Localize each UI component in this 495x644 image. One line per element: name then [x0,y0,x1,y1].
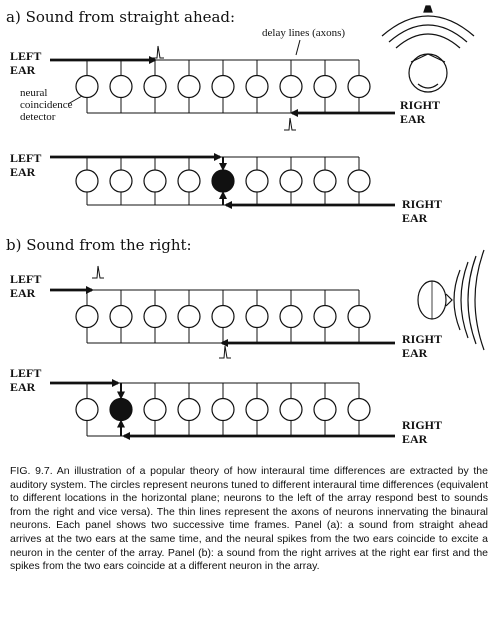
right-ear-label: EAR [402,346,428,360]
delay-lines-pointer [295,39,301,56]
detector-pointer [67,95,83,105]
left-ear-label: LEFT [10,272,41,286]
detector-label: neural [20,87,47,99]
left-ear-label: EAR [10,380,36,394]
neuron [109,74,133,99]
neuron [245,397,269,422]
figure-caption: FIG. 9.7. An illustration of a popular t… [10,465,488,573]
left-ear-label: EAR [10,286,36,300]
left-ear-label: LEFT [10,49,41,63]
neuron [143,304,167,329]
neuron [211,397,235,422]
detector-label: coincidence [20,99,73,111]
left-ear-label: LEFT [10,151,41,165]
neuron [279,169,303,193]
neuron [313,397,337,422]
spike-icon [284,117,296,131]
panel-b-heading: b) Sound from the right: [6,236,192,254]
right-ear-label: EAR [402,211,428,225]
active-neuron [211,169,235,193]
head-sound-ahead-icon [381,5,475,93]
spike-icon [219,345,231,359]
left-ear-label: EAR [10,165,36,179]
panel-a-frame-1 [50,45,395,131]
panel-a-frame-2 [50,153,395,209]
right-ear-label: RIGHT [402,332,442,346]
head-sound-right-icon [417,249,485,351]
neuron [75,304,99,329]
neuron [109,169,133,193]
spike-icon [152,45,164,59]
coincidence-detection-diagram: a) Sound from straight ahead: delay line… [6,5,485,446]
detector-label: detector [20,111,56,123]
neuron [177,397,201,422]
right-ear-label: EAR [402,432,428,446]
neuron [279,397,303,422]
neuron [177,74,201,99]
right-ear-label: RIGHT [402,418,442,432]
neuron [211,74,235,99]
neuron [177,169,201,193]
panel-a-heading: a) Sound from straight ahead: [6,8,235,26]
neuron [109,304,133,329]
panel-b-frame-2 [50,379,395,440]
neuron [313,169,337,193]
neuron [347,169,371,193]
spike-icon [92,265,104,279]
neuron [75,169,99,193]
neuron [347,74,371,99]
neuron [347,304,371,329]
neuron [143,74,167,99]
panel-b-frame-1 [50,265,395,359]
active-neuron [109,397,133,422]
neuron [143,169,167,193]
neuron [245,169,269,193]
right-ear-label: EAR [400,112,426,126]
neuron [347,397,371,422]
neuron [245,304,269,329]
neuron [177,304,201,329]
right-ear-label: RIGHT [400,98,440,112]
delay-lines-label: delay lines (axons) [262,27,345,39]
neuron [245,74,269,99]
neuron [75,397,99,422]
neuron [279,74,303,99]
neuron [143,397,167,422]
neuron [211,304,235,329]
neuron [313,74,337,99]
neuron [313,304,337,329]
left-ear-label: EAR [10,63,36,77]
neuron [279,304,303,329]
left-ear-label: LEFT [10,366,41,380]
neuron [75,74,99,99]
right-ear-label: RIGHT [402,197,442,211]
